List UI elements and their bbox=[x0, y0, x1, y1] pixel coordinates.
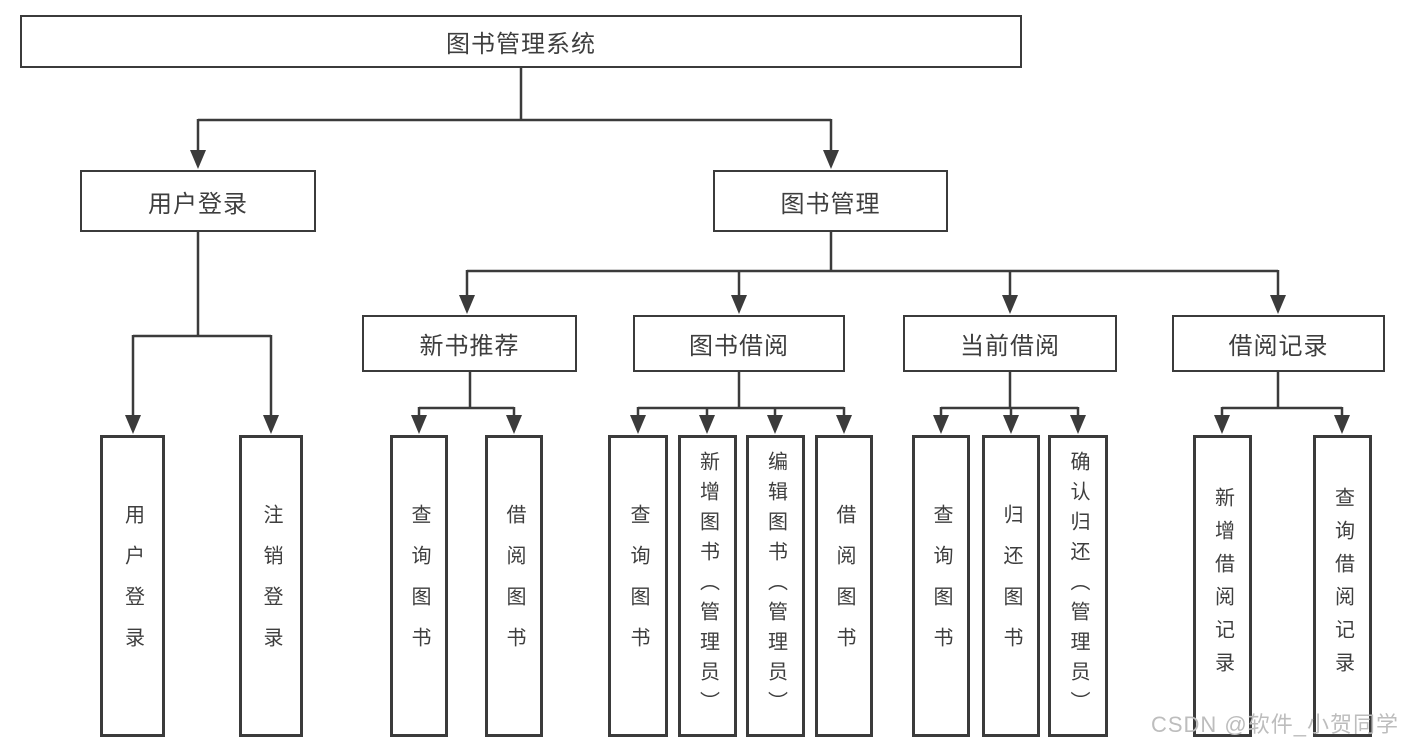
node-user-login: 用户登录 bbox=[80, 170, 316, 232]
arrowhead bbox=[836, 415, 852, 434]
node-leaf-query-books-3: 查询图书 bbox=[912, 435, 970, 737]
arrowhead bbox=[1214, 415, 1230, 434]
node-label: 借阅图书 bbox=[503, 504, 525, 668]
node-leaf-borrow-books-1: 借阅图书 bbox=[485, 435, 543, 737]
connector-book-management-branch bbox=[459, 232, 1286, 314]
node-label: 查询图书 bbox=[408, 504, 430, 668]
arrowhead bbox=[1070, 415, 1086, 434]
connector-user-login-branch bbox=[125, 232, 279, 434]
arrowhead bbox=[699, 415, 715, 434]
connector-root-to-level2 bbox=[190, 67, 839, 169]
arrowhead bbox=[125, 415, 141, 434]
node-leaf-borrow-books-2: 借阅图书 bbox=[815, 435, 873, 737]
node-label: 新增图书（管理员） bbox=[696, 451, 719, 721]
node-leaf-query-borrow-record: 查询借阅记录 bbox=[1313, 435, 1372, 737]
connector-new-book-branch bbox=[411, 372, 522, 434]
edge-line bbox=[1220, 372, 1344, 418]
node-leaf-confirm-return-admin: 确认归还（管理员） bbox=[1048, 435, 1108, 737]
node-label: 新增借阅记录 bbox=[1211, 487, 1234, 685]
node-book-borrow: 图书借阅 bbox=[633, 315, 845, 372]
node-label: 确认归还（管理员） bbox=[1067, 451, 1089, 721]
connector-current-borrow-branch bbox=[933, 372, 1086, 434]
arrowhead bbox=[630, 415, 646, 434]
arrowhead bbox=[190, 150, 206, 169]
connector-book-borrow-branch bbox=[630, 372, 852, 434]
arrowhead bbox=[263, 415, 279, 434]
node-label: 查询图书 bbox=[627, 504, 649, 668]
node-borrow-record: 借阅记录 bbox=[1172, 315, 1385, 372]
node-label: 查询借阅记录 bbox=[1331, 487, 1354, 685]
arrowhead bbox=[459, 295, 475, 314]
arrowhead bbox=[1002, 295, 1018, 314]
node-leaf-edit-books-admin: 编辑图书（管理员） bbox=[746, 435, 805, 737]
node-root-system: 图书管理系统 bbox=[20, 15, 1022, 68]
node-leaf-return-books: 归还图书 bbox=[982, 435, 1040, 737]
node-leaf-user-login: 用户登录 bbox=[100, 435, 165, 737]
edge-line bbox=[636, 372, 846, 418]
connector-borrow-record-branch bbox=[1214, 372, 1350, 434]
arrowhead bbox=[767, 415, 783, 434]
node-label: 归还图书 bbox=[1000, 504, 1022, 668]
node-leaf-add-books-admin: 新增图书（管理员） bbox=[678, 435, 737, 737]
node-label: 编辑图书（管理员） bbox=[764, 451, 787, 721]
arrowhead bbox=[1003, 415, 1019, 434]
arrowhead bbox=[731, 295, 747, 314]
node-current-borrow: 当前借阅 bbox=[903, 315, 1117, 372]
arrowhead bbox=[506, 415, 522, 434]
node-label: 用户登录 bbox=[121, 504, 144, 668]
edge-line bbox=[417, 372, 516, 418]
node-book-management: 图书管理 bbox=[713, 170, 948, 232]
edge-line bbox=[131, 232, 273, 417]
edge-line bbox=[465, 232, 1280, 297]
node-new-book-recommend: 新书推荐 bbox=[362, 315, 577, 372]
arrowhead bbox=[933, 415, 949, 434]
edge-line bbox=[939, 372, 1080, 418]
node-leaf-logout: 注销登录 bbox=[239, 435, 303, 737]
node-label: 注销登录 bbox=[260, 504, 282, 668]
node-leaf-query-books-1: 查询图书 bbox=[390, 435, 448, 737]
node-leaf-add-borrow-record: 新增借阅记录 bbox=[1193, 435, 1252, 737]
node-label: 借阅图书 bbox=[833, 504, 855, 668]
node-leaf-query-books-2: 查询图书 bbox=[608, 435, 668, 737]
arrowhead bbox=[411, 415, 427, 434]
arrowhead bbox=[1334, 415, 1350, 434]
arrowhead bbox=[823, 150, 839, 169]
edge-line bbox=[196, 67, 833, 152]
node-label: 查询图书 bbox=[930, 504, 952, 668]
arrowhead bbox=[1270, 295, 1286, 314]
